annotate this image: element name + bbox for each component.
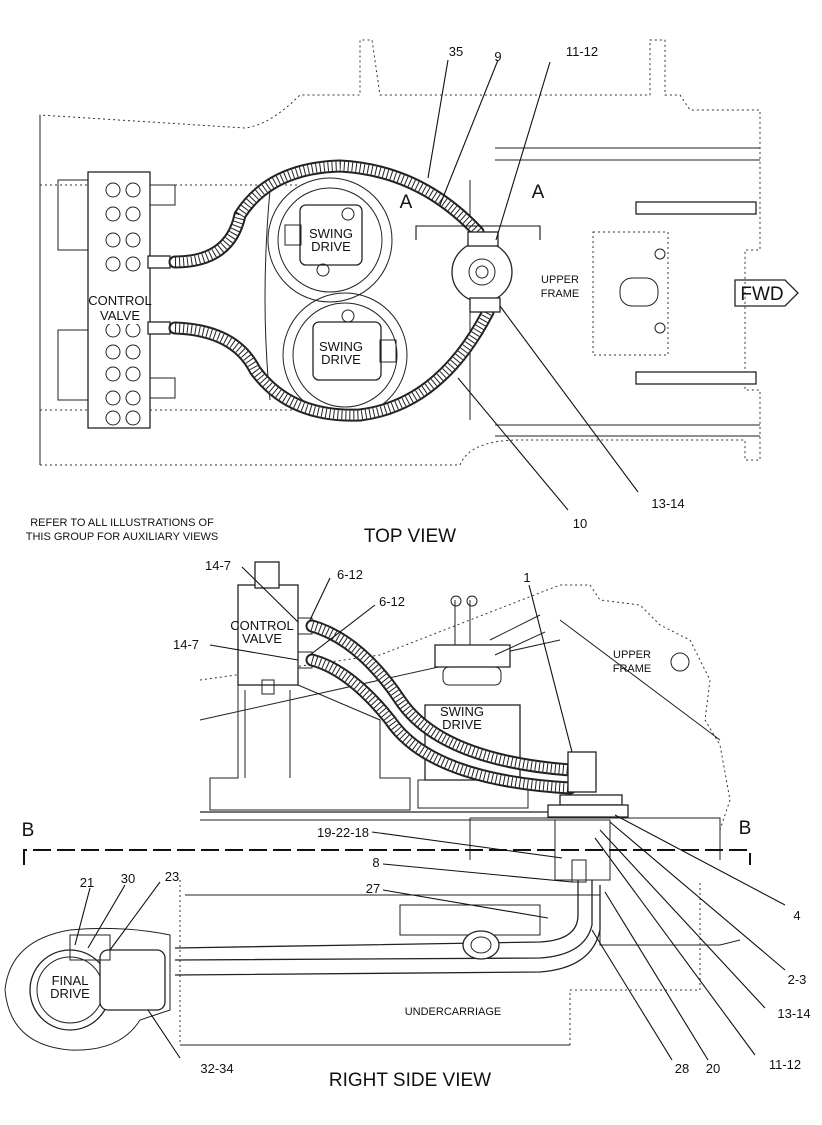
upper-frame-outline (39, 39, 761, 466)
callout-13-14: 13-14 (777, 1006, 810, 1021)
auxiliary-views-note: REFER TO ALL ILLUSTRATIONS OF (30, 517, 214, 529)
callout-9: 9 (494, 49, 501, 64)
swing-drive-front: SWING DRIVE (267, 177, 393, 303)
callout-23: 23 (165, 869, 179, 884)
forward-label: FWD (740, 284, 783, 305)
top-view: CONTROL VALVE SWING DRIVE SWING DRIVE (26, 39, 799, 547)
swivel (469, 751, 721, 883)
swing-drive-label: SWING (309, 226, 353, 241)
callout-11-12: 11-12 (769, 1057, 801, 1072)
callout-8: 8 (372, 855, 379, 870)
callout-32-34: 32-34 (200, 1061, 233, 1076)
section-line-b (23, 849, 751, 865)
section-marker-b: B (22, 820, 35, 841)
control-valve-label: CONTROL (88, 293, 152, 308)
control-valve: CONTROL VALVE (209, 561, 411, 811)
undercarriage: UNDERCARRIAGE (179, 880, 741, 1046)
frame-plate (592, 231, 669, 356)
swing-drive-label: SWING (440, 704, 484, 719)
swing-drive-label: SWING (319, 339, 363, 354)
callout-2-3: 2-3 (788, 972, 807, 987)
final-drive-label: FINAL (52, 973, 89, 988)
control-valve-label: VALVE (242, 631, 282, 646)
callout-14-7: 14-7 (205, 558, 231, 573)
swing-drive-rear: SWING DRIVE (282, 292, 408, 418)
callout-19-22-18: 19-22-18 (317, 825, 369, 840)
section-marker-b: B (739, 818, 752, 839)
auxiliary-views-note: THIS GROUP FOR AUXILIARY VIEWS (26, 531, 219, 543)
final-drive-label: DRIVE (50, 986, 90, 1001)
callout-20: 20 (706, 1061, 720, 1076)
callout-21: 21 (80, 875, 94, 890)
callout-28: 28 (675, 1061, 689, 1076)
upper-frame-label: FRAME (613, 663, 652, 675)
callout-14-7: 14-7 (173, 637, 199, 652)
section-marker-a: A (532, 182, 545, 203)
hose-assemblies (305, 619, 577, 795)
callout-4: 4 (793, 908, 800, 923)
control-valve-label: VALVE (100, 308, 140, 323)
upper-frame-label: FRAME (541, 288, 580, 300)
callout-13-14: 13-14 (651, 496, 684, 511)
undercarriage-label: UNDERCARRIAGE (405, 1006, 502, 1018)
swivel (451, 231, 513, 313)
upper-frame-label: UPPER (613, 649, 651, 661)
callout-30: 30 (121, 871, 135, 886)
upper-frame-label: UPPER (541, 274, 579, 286)
upper-frame-outline (199, 584, 731, 831)
section-line-a (415, 225, 541, 240)
hose-assemblies (168, 159, 495, 422)
callout-6-12: 6-12 (379, 594, 405, 609)
callout-10: 10 (573, 516, 587, 531)
travel-hose-assemblies (174, 880, 601, 976)
swing-drive-label: DRIVE (321, 352, 361, 367)
right-side-view-caption: RIGHT SIDE VIEW (329, 1070, 491, 1091)
control-valve: CONTROL VALVE (57, 171, 176, 429)
forward-arrow-icon: FWD (734, 279, 799, 307)
callout-35: 35 (449, 44, 463, 59)
swing-drive-label: DRIVE (311, 239, 351, 254)
callout-6-12: 6-12 (337, 567, 363, 582)
swing-drive-label: DRIVE (442, 717, 482, 732)
final-drive: FINAL DRIVE (4, 927, 171, 1051)
control-valve-label: CONTROL (230, 618, 294, 633)
section-marker-a: A (400, 192, 413, 213)
callout-27: 27 (366, 881, 380, 896)
callout-1: 1 (523, 570, 530, 585)
top-view-caption: TOP VIEW (364, 526, 456, 547)
callout-11-12: 11-12 (566, 44, 598, 59)
right-side-view: CONTROL VALVE SWING DRIVE UPPER FRAME (4, 558, 811, 1091)
